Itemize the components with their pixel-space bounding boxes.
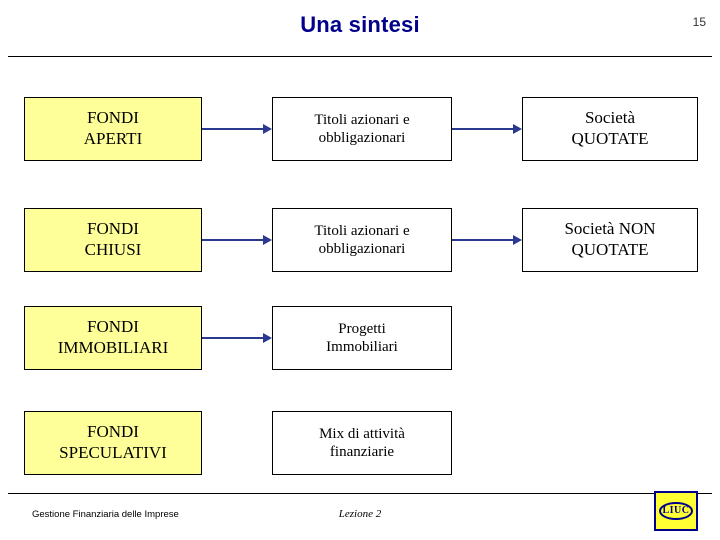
footer-divider bbox=[8, 493, 712, 494]
footer-lesson-label: Lezione 2 bbox=[338, 508, 382, 520]
slide-number: 15 bbox=[692, 15, 706, 29]
liuc-logo: LIUC bbox=[654, 491, 698, 531]
logo-ring-icon bbox=[659, 502, 693, 520]
arrow-right-icon bbox=[202, 333, 272, 343]
arrow-right-icon bbox=[202, 124, 272, 134]
page-title: Una sintesi bbox=[300, 12, 420, 37]
arrow-right-icon bbox=[452, 235, 522, 245]
arrow-right-icon bbox=[202, 235, 272, 245]
arrow-right-icon bbox=[452, 124, 522, 134]
logo-text: LIUC bbox=[662, 505, 690, 516]
footer-course-label: Gestione Finanziaria delle Imprese bbox=[32, 509, 179, 520]
header-divider bbox=[8, 56, 712, 57]
